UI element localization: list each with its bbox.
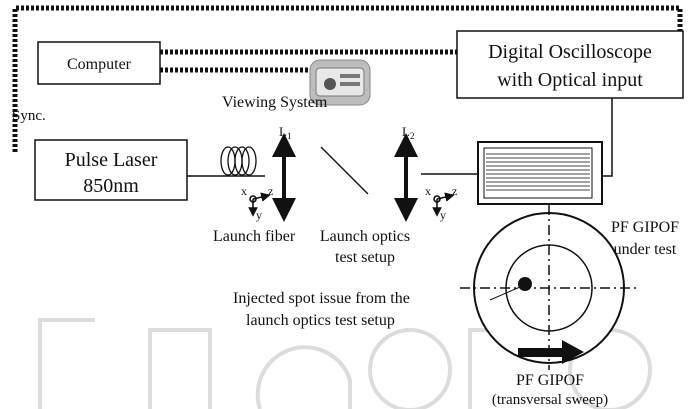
injected-spot-label-line2: launch optics test setup	[246, 312, 395, 329]
fiber-under-test-label-line2: under test	[614, 241, 677, 258]
axis-triad-1	[248, 192, 271, 217]
launch-optics-label-line2: test setup	[335, 249, 395, 266]
beam-splitter	[320, 146, 369, 195]
launch-fiber-label: Launch fiber	[213, 228, 296, 245]
injected-spot-label-line1: Injected spot issue from the	[233, 290, 410, 307]
launch-optics-label-line1: Launch optics	[320, 228, 410, 245]
sync-dotted-line	[12, 5, 683, 152]
computer-box	[37, 41, 161, 85]
fiber-coil-icon	[220, 146, 257, 176]
oscilloscope-label-line1: Digital Oscilloscope	[488, 41, 652, 63]
pulse-laser-label-line1: Pulse Laser	[65, 149, 158, 171]
injected-spot-pointer	[489, 286, 521, 301]
axis2-x-label: x	[425, 184, 431, 198]
dotted-connections	[12, 5, 683, 152]
pulse-laser-label-line2: 850nm	[83, 175, 139, 197]
axis2-y-label: y	[440, 208, 446, 222]
fiber-spool-icon	[477, 141, 603, 205]
sync-label: Sync.	[12, 108, 46, 124]
watermark-logo	[38, 318, 652, 409]
lens-l2-label: L	[402, 124, 410, 139]
viewing-system-label: Viewing System	[222, 94, 328, 111]
oscilloscope-label-line2: with Optical input	[497, 69, 643, 91]
transversal-sweep-arrow	[518, 340, 584, 364]
injected-spot	[518, 277, 532, 291]
fiber-cross-section	[460, 205, 638, 370]
lens-l1-label: L	[279, 124, 287, 139]
axis1-z-label: z	[268, 184, 273, 198]
viewing-system-device	[309, 59, 371, 106]
lens-l2-subscript: 2	[410, 131, 415, 141]
computer-label: Computer	[67, 56, 132, 73]
sweep-label-line1: PF GIPOF	[516, 372, 584, 389]
lens-l1-subscript: 1	[287, 131, 292, 141]
axis2-z-label: z	[452, 184, 457, 198]
axis1-x-label: x	[241, 184, 247, 198]
oscilloscope-box	[456, 30, 684, 99]
axis-triad-2	[432, 192, 455, 217]
fiber-under-test-label-line1: PF GIPOF	[611, 219, 679, 236]
sweep-label-line2: (transversal sweep)	[492, 392, 608, 408]
spool-to-oscilloscope-line	[602, 98, 613, 177]
axis1-y-label: y	[256, 208, 262, 222]
pulse-laser-box	[34, 139, 188, 201]
